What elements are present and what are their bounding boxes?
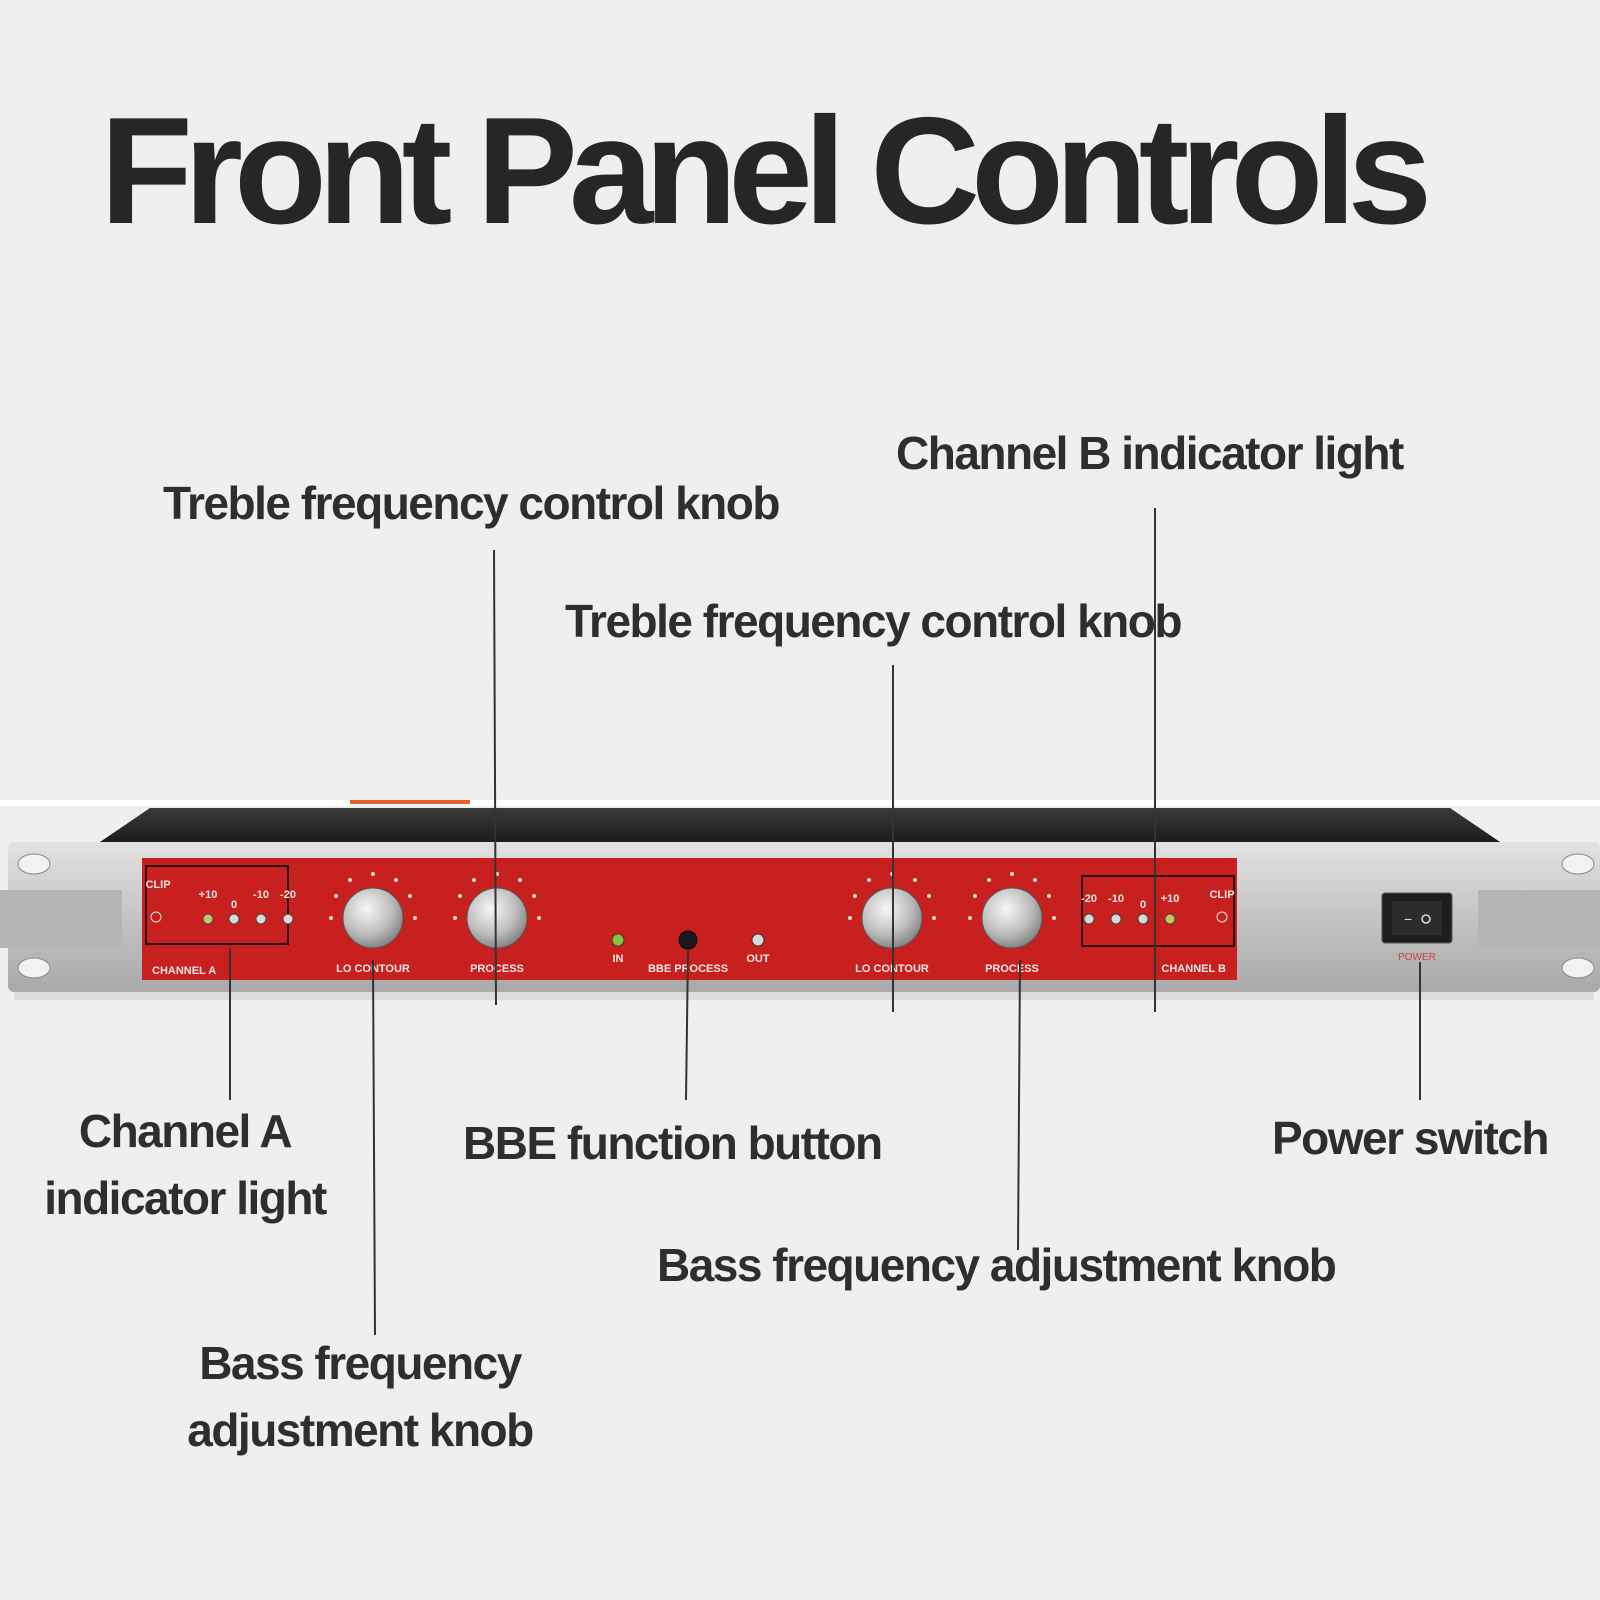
rack-ear-right	[1478, 890, 1600, 948]
leader-bass-b	[1017, 959, 1021, 1251]
callout-line: Bass frequency	[199, 1337, 522, 1389]
label-power: POWER	[1398, 952, 1436, 963]
out-led	[751, 933, 765, 947]
callout-line: adjustment knob	[187, 1403, 534, 1456]
chassis-top	[100, 808, 1500, 842]
label-clip-b: CLIP	[1209, 889, 1234, 901]
leader-bbe	[685, 949, 689, 1101]
knob-scale-dots	[329, 872, 1056, 920]
unit-shadow	[14, 992, 1594, 1000]
callout-power-switch: Power switch	[1272, 1112, 1549, 1164]
power-rocker-icon	[1392, 901, 1442, 935]
meter-b-label: 0	[1140, 899, 1146, 911]
meter-a-label: -10	[253, 889, 269, 901]
rack-hole	[17, 957, 51, 979]
label-channel-b: CHANNEL B	[1161, 963, 1226, 975]
channel-b-meter-box	[1081, 875, 1235, 947]
callout-treble-b: Treble frequency control knob	[565, 595, 1182, 647]
accent-strip	[350, 800, 470, 804]
process-knob-b[interactable]	[981, 887, 1043, 949]
callout-line: Channel A	[78, 1105, 293, 1157]
meter-b-label: -10	[1108, 893, 1124, 905]
red-control-panel	[142, 858, 1237, 980]
rack-hole	[17, 853, 51, 875]
label-clip-a: CLIP	[145, 879, 170, 891]
power-on-mark-icon	[1421, 914, 1431, 924]
callout-line: indicator light	[44, 1171, 327, 1224]
bbe-process-button[interactable]	[678, 930, 698, 950]
meter-a-label: 0	[231, 899, 237, 911]
channel-b-indicator-lights	[1083, 911, 1228, 925]
label-in: IN	[613, 953, 624, 965]
channel-a-meter-box	[145, 865, 289, 945]
rack-hole	[1561, 957, 1595, 979]
leader-bass-a	[372, 959, 376, 1336]
rack-ear-left	[0, 890, 122, 948]
callout-channel-a-light: Channel A indicator light	[30, 1098, 340, 1231]
background-stripe	[0, 800, 1600, 806]
meter-a-label: -20	[280, 889, 296, 901]
in-led	[611, 933, 625, 947]
rack-hole	[1561, 853, 1595, 875]
lo-contour-knob-a[interactable]	[342, 887, 404, 949]
meter-a-label: +10	[199, 889, 218, 901]
callout-treble-a: Treble frequency control knob	[163, 477, 780, 529]
page-title: Front Panel Controls	[100, 86, 1432, 256]
label-channel-a: CHANNEL A	[152, 965, 216, 977]
leader-treble-a	[493, 549, 497, 1006]
meter-b-label: -20	[1081, 893, 1097, 905]
power-off-mark-icon: −	[1404, 911, 1412, 927]
channel-a-indicator-lights	[150, 911, 294, 925]
callout-bass-a: Bass frequency adjustment knob	[170, 1330, 550, 1463]
callout-channel-b-light: Channel B indicator light	[896, 427, 1404, 479]
label-out: OUT	[746, 953, 770, 965]
callout-bass-b: Bass frequency adjustment knob	[657, 1239, 1337, 1291]
meter-b-label: +10	[1161, 893, 1180, 905]
label-process-b: PROCESS	[985, 963, 1039, 975]
label-process-a: PROCESS	[470, 963, 524, 975]
callout-bbe-button: BBE function button	[463, 1117, 883, 1169]
process-knob-a[interactable]	[466, 887, 528, 949]
